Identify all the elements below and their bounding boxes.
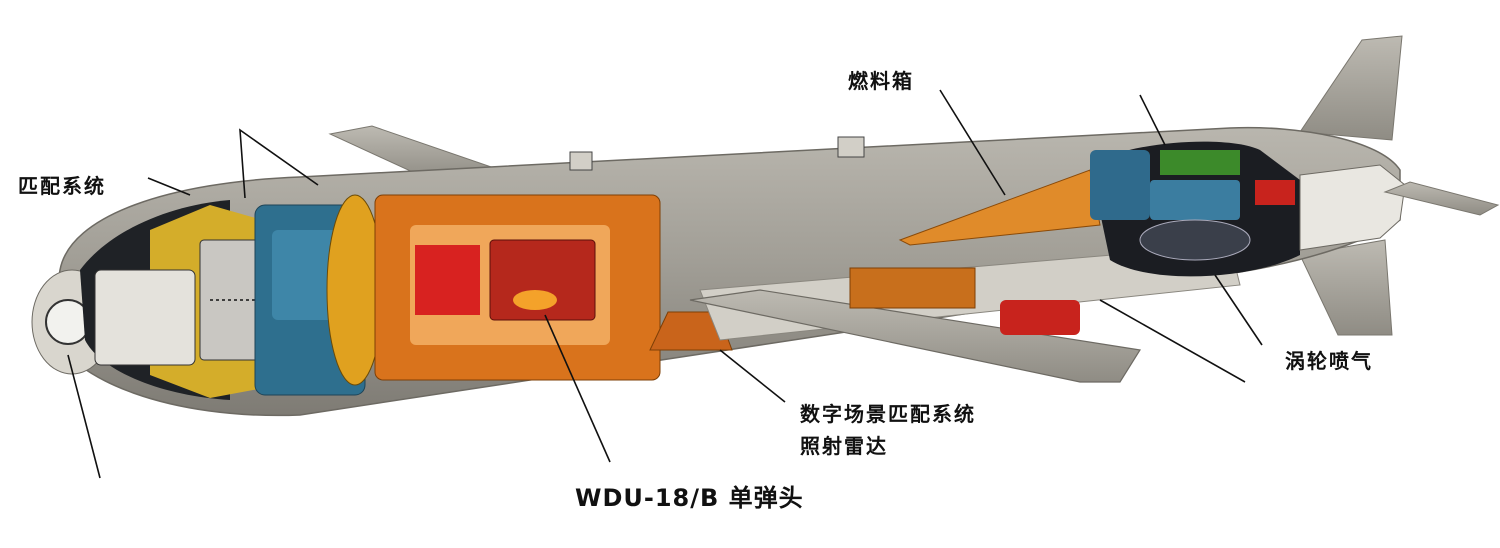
- tail-cone: [1299, 164, 1406, 251]
- leader-matching-system: [147, 177, 191, 196]
- leader-dsmac: [719, 349, 786, 403]
- engine-block: [1090, 150, 1150, 220]
- warhead-fuze: [513, 290, 557, 310]
- fuel-tank: [898, 169, 1101, 246]
- fuel-pump: [1000, 300, 1080, 335]
- label-dsmac-line2: 照射雷达: [800, 434, 888, 458]
- leader-nose: [67, 354, 101, 479]
- label-matching-system: 匹配系统: [18, 174, 106, 198]
- tail-fin-vertical: [1299, 35, 1403, 141]
- leader-turbojet: [1214, 274, 1263, 346]
- leader-fuel-tank: [939, 89, 1006, 196]
- turbojet-engine: [1139, 219, 1251, 261]
- leader-warhead: [544, 314, 611, 463]
- antenna-front: [569, 151, 593, 171]
- label-turbojet: 涡轮喷气: [1285, 349, 1373, 373]
- leader-engine-top: [1139, 94, 1166, 146]
- tail-fin-horizontal: [1383, 181, 1500, 216]
- label-fuel-tank: 燃料箱: [848, 69, 914, 93]
- guidance-electronics: [94, 269, 196, 366]
- engine-wiring: [1160, 150, 1240, 175]
- warhead-charge: [415, 245, 480, 315]
- main-wing: [689, 289, 1141, 383]
- engine-controller: [1150, 180, 1240, 220]
- fuel-tank-lower: [849, 267, 976, 309]
- leader-underside: [1099, 299, 1246, 383]
- leader-matching-system-2: [239, 128, 319, 199]
- tail-fin-lower: [1299, 239, 1393, 336]
- engine-pump: [1255, 180, 1295, 205]
- label-warhead: WDU-18/B 单弹头: [575, 484, 804, 512]
- label-dsmac-line1: 数字场景匹配系统: [800, 402, 976, 426]
- antenna-rear: [837, 136, 865, 158]
